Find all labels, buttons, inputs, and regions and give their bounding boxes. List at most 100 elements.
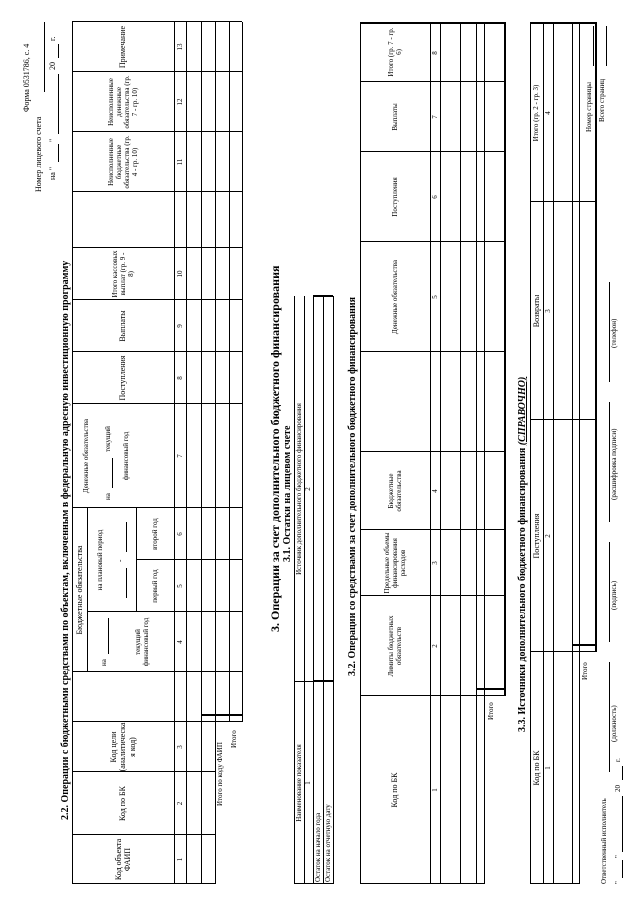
section-3-3-title: 3.3. Источники дополнительного бюджетног…: [517, 377, 528, 732]
footer-date-year: 20: [614, 785, 622, 792]
footer-date-month-line: [622, 796, 623, 852]
s31-line: [333, 296, 334, 884]
s32-num: 1: [430, 788, 439, 792]
s22-vline: [72, 131, 242, 132]
s31-num: 1: [304, 781, 313, 785]
s22-money-on-underline: [112, 458, 113, 488]
s32-col-max-volumes: Предельные объемы финансирования расходо…: [382, 532, 408, 594]
s22-total: Итого: [230, 730, 238, 748]
account-label: Номер лицевого счета: [34, 116, 43, 192]
s22-col-second-year: второй год: [150, 518, 159, 550]
footer-date-q1: ": [614, 881, 622, 884]
s22-col-unfulfilled-money: Неисполненные денежные обязательства (гр…: [106, 75, 140, 129]
s22-col-faip: Код объекта ФАИП: [113, 838, 132, 881]
footer-total-pages-line: [606, 26, 607, 66]
s32-num: 5: [430, 295, 439, 299]
s22-num: 9: [175, 324, 184, 328]
header-date-mid: ": [48, 138, 57, 142]
s32-line-bold: [504, 22, 506, 696]
header-date-year-line: [58, 44, 59, 58]
s22-line: [242, 22, 243, 722]
s22-num: 11: [175, 158, 184, 166]
s32-num: 2: [430, 644, 439, 648]
footer-responsible: Ответственный исполнитель: [600, 798, 608, 884]
s22-col-note: Примечание: [118, 25, 128, 69]
s33-num: 4: [543, 111, 552, 115]
s22-num: 7: [175, 454, 184, 458]
s31-line: [313, 296, 314, 884]
s22-plan-line-a: [126, 568, 127, 598]
footer-signature: (подпись): [610, 580, 618, 610]
s22-col-unfulfilled-budget: Неисполненные бюджетные обязательства (г…: [106, 135, 140, 189]
s32-col-limits: Лимиты бюджетных обязательств: [386, 615, 403, 677]
s22-plan-dash: -: [116, 559, 124, 562]
s22-num: 1: [175, 857, 184, 862]
s22-total-faip: Итого по коду ФАИП: [216, 742, 224, 806]
s32-num: 4: [430, 489, 439, 493]
s22-vline: [72, 247, 242, 248]
s22-vline-bold: [201, 714, 242, 716]
s31-num: 2: [304, 487, 313, 491]
s22-num: 12: [175, 98, 184, 106]
s22-plan-line-b: [126, 522, 127, 552]
s22-on-underline: [108, 618, 109, 654]
s22-line: [186, 22, 187, 884]
s33-line: [572, 22, 573, 884]
s32-num: 8: [430, 51, 439, 55]
s22-col-on: на: [100, 659, 108, 666]
s31-vline-bold: [313, 295, 333, 297]
s32-col-money-obl: Денежные обязательства: [390, 259, 399, 335]
s22-money-current: текущий: [104, 426, 112, 452]
footer-date-day-line: [622, 860, 623, 878]
s32-col-payments: Выплаты: [390, 103, 399, 131]
s22-col-bk: Код по БК: [118, 786, 128, 821]
s31-col-indicator: Наименование показателя: [294, 744, 303, 822]
s22-num: 5: [175, 584, 184, 588]
section-3-title: 3. Операции за счет дополнительного бюдж…: [268, 265, 282, 632]
s32-col-bk: Код по БК: [390, 772, 400, 808]
s31-row-start: Остаток на начало года: [314, 812, 322, 882]
s33-line: [553, 22, 554, 884]
s33-vline-bold: [572, 644, 596, 646]
s33-col-receipts: Поступления: [531, 513, 541, 559]
section-3-3-title-main: 3.3. Источники дополнительного бюджетног…: [517, 447, 528, 732]
section-2-2-title: 2.2. Операции с бюджетными средствами по…: [60, 260, 71, 820]
s22-num: 10: [175, 270, 184, 278]
s31-vline-bold: [313, 680, 333, 682]
s22-num: 3: [175, 745, 184, 749]
header-date-day-line: [58, 144, 59, 162]
s33-col-total: Итого (гр. 2 - гр. 3): [532, 84, 541, 142]
form-code: Форма 0531786, с. 4: [22, 43, 31, 112]
section-3-2-title: 3.2. Операции со средствами за счет допо…: [347, 296, 358, 676]
s33-total: Итого: [581, 662, 589, 680]
s22-col-plan-period: на плановый период: [95, 529, 104, 591]
s22-col-total-cash: Итого кассовых выплат (гр. 9 - 8): [110, 250, 136, 298]
s32-col-total: Итого (гр. 7 - гр. 6): [386, 27, 403, 77]
s22-col-receipts: Поступления: [118, 355, 128, 401]
header-date-suffix: г.: [48, 36, 57, 41]
footer-page-number: Номер страницы: [585, 81, 593, 132]
s33-num: 1: [543, 766, 552, 770]
s32-num: 6: [430, 195, 439, 199]
account-underline: [44, 22, 45, 92]
section-3-3-title-note: (СПРАВОЧНО): [517, 376, 528, 446]
s32-num: 3: [430, 561, 439, 565]
s22-col-current-fy: текущий финансовый год: [133, 617, 150, 667]
s22-line: [229, 22, 230, 722]
form-sheet: Форма 0531786, с. 4 Номер лицевого счета…: [20, 12, 623, 892]
footer-position: (должность): [610, 705, 618, 742]
footer-phone: (телефон): [610, 318, 618, 348]
footer-page-number-line: [593, 26, 594, 66]
footer-signature-decode: (расшифровка подписи): [610, 428, 618, 500]
s22-col-money-obligations: Денежные обязательства: [81, 418, 90, 494]
s32-num: 7: [430, 115, 439, 119]
s32-vline-bold: [476, 688, 505, 690]
s33-col-bk: Код по БК: [531, 750, 541, 786]
s32-total: Итого: [487, 702, 495, 720]
s22-num: 4: [175, 640, 184, 644]
s32-col-budget-obl: Бюджетные обязательства: [386, 470, 403, 512]
s22-vline: [72, 191, 242, 192]
s22-col-first-year: первый год: [150, 569, 159, 603]
s22-num: 2: [175, 801, 184, 806]
s31-row-end: Остаток на отчетную дату: [324, 804, 332, 882]
